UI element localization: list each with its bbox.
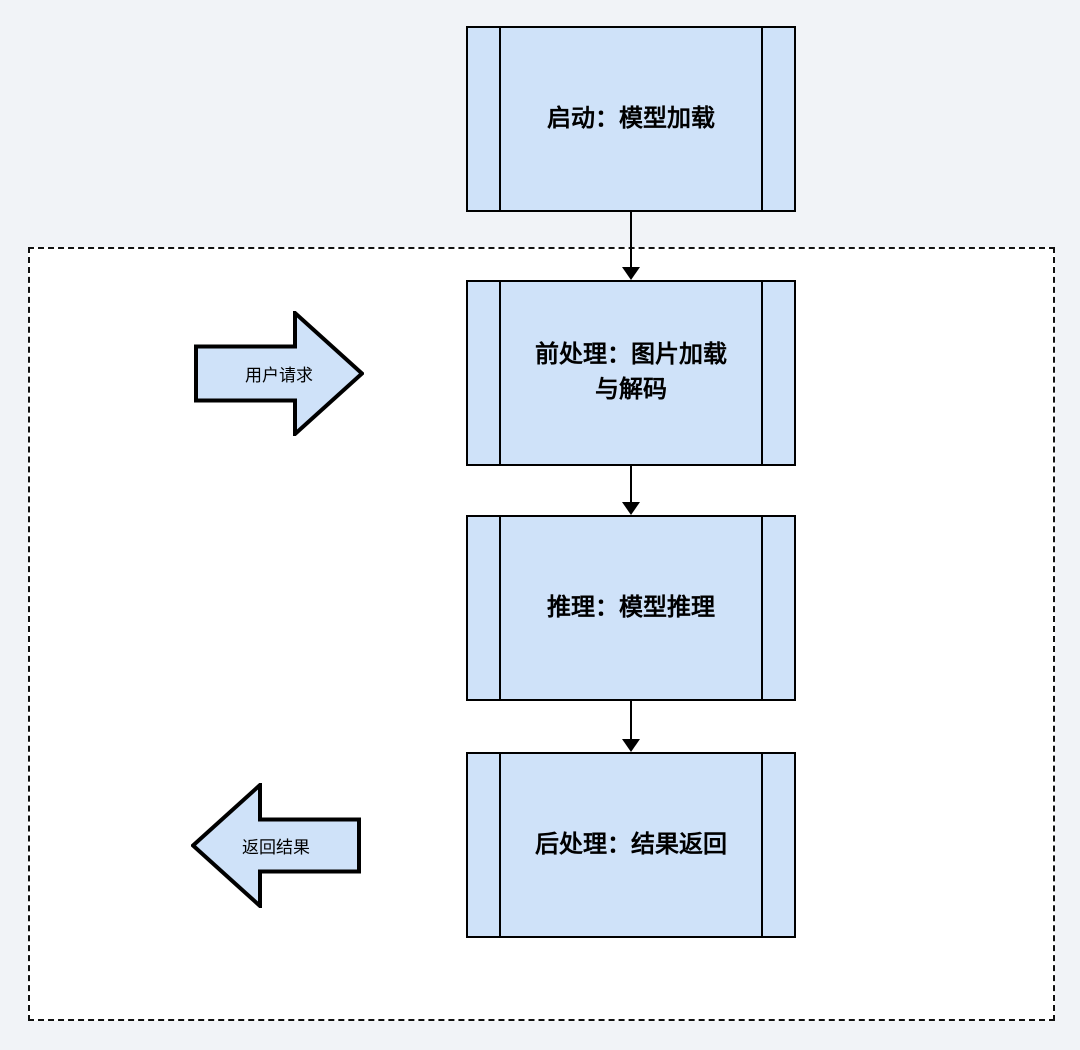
node-preprocess: 前处理：图片加载与解码 [466, 280, 796, 466]
predefined-process-strut-left [499, 28, 501, 210]
arrowhead-down-icon [622, 739, 640, 752]
arrowhead-down-icon [622, 267, 640, 280]
node-postprocess-label: 后处理：结果返回 [535, 830, 727, 858]
right-arrow-shape [194, 311, 364, 436]
request-block-arrow: 用户请求 [194, 311, 364, 436]
predefined-process-strut-left [499, 754, 501, 936]
predefined-process-strut-right [761, 282, 763, 464]
right-arrow-icon [194, 311, 364, 436]
arrowhead-down-icon [622, 502, 640, 515]
node-startup: 启动：模型加载 [466, 26, 796, 212]
connector-preprocess-inference [630, 466, 632, 504]
request-arrow-label: 用户请求 [245, 366, 313, 385]
node-startup-label: 启动：模型加载 [547, 104, 715, 132]
predefined-process-strut-right [761, 28, 763, 210]
result-arrow-label: 返回结果 [242, 838, 310, 857]
left-arrow-shape [191, 783, 361, 908]
predefined-process-strut-left [499, 282, 501, 464]
predefined-process-strut-right [761, 754, 763, 936]
predefined-process-strut-left [499, 517, 501, 699]
node-inference-label: 推理：模型推理 [547, 593, 715, 621]
result-block-arrow: 返回结果 [191, 783, 361, 908]
predefined-process-strut-right [761, 517, 763, 699]
node-postprocess: 后处理：结果返回 [466, 752, 796, 938]
left-arrow-icon [191, 783, 361, 908]
node-preprocess-label: 前处理：图片加载与解码 [535, 341, 727, 403]
node-inference: 推理：模型推理 [466, 515, 796, 701]
connector-startup-preprocess [630, 212, 632, 269]
connector-inference-postprocess [630, 701, 632, 741]
